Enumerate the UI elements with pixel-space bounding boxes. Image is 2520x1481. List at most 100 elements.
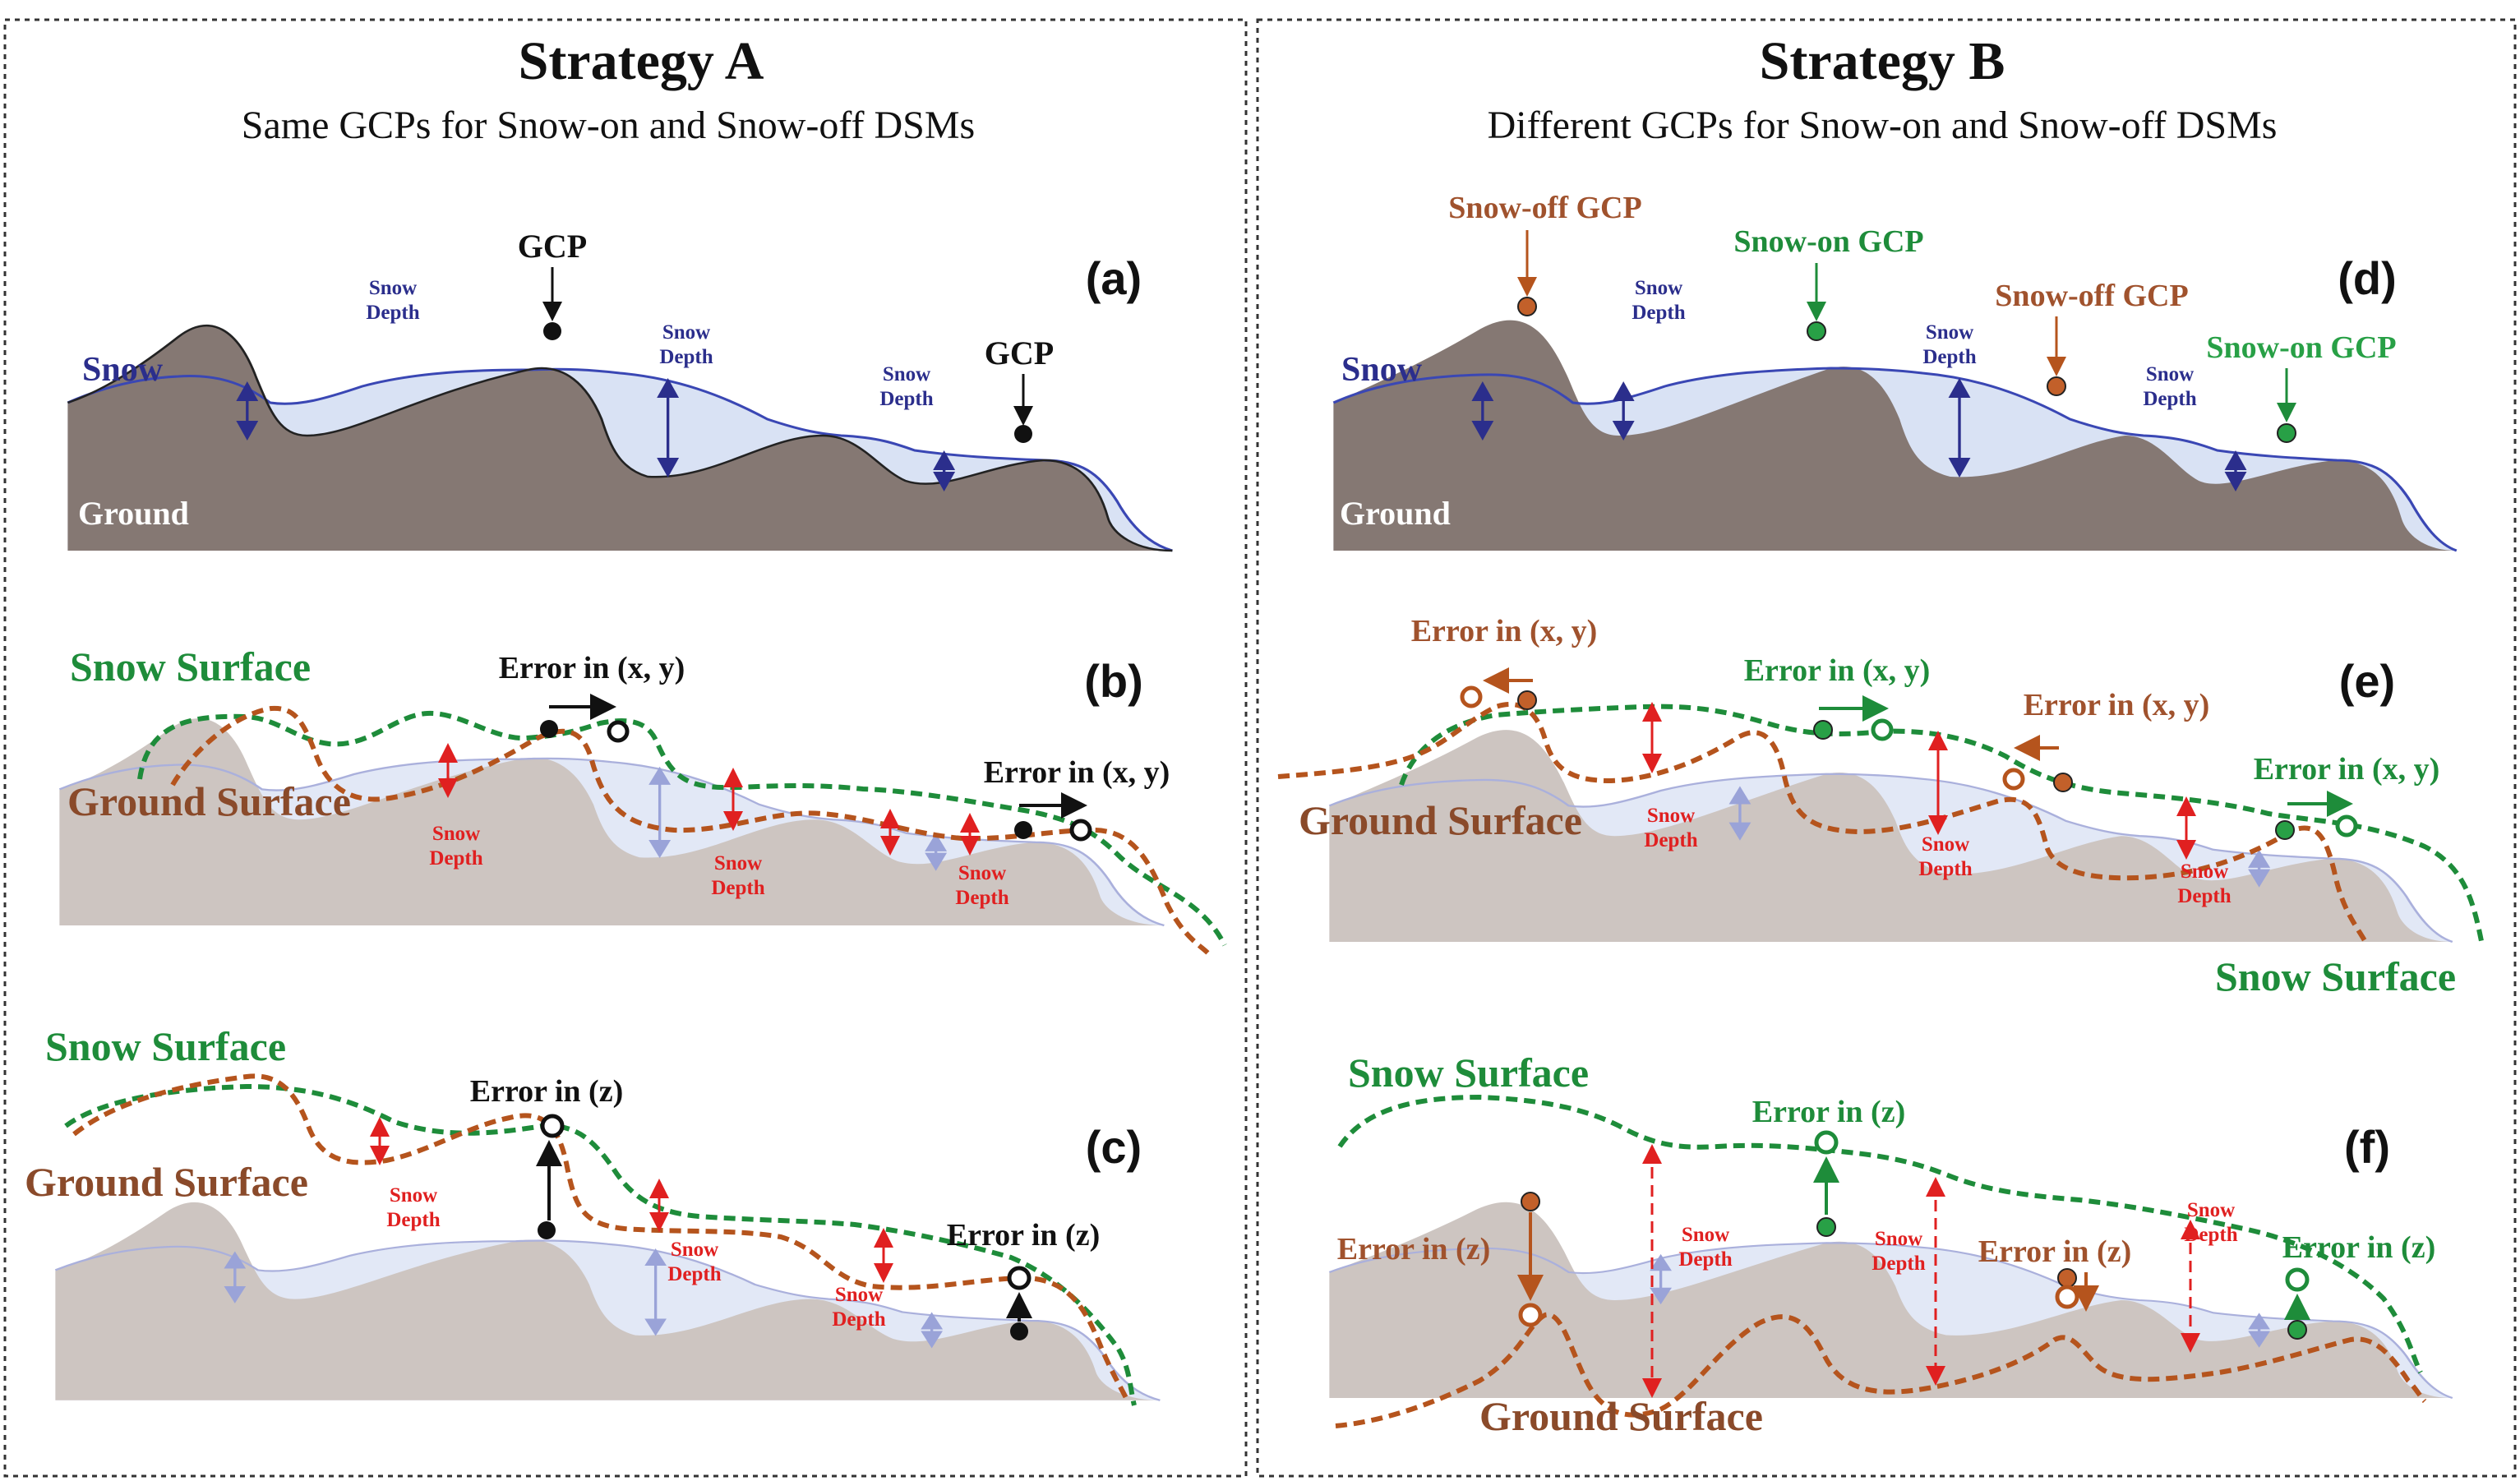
snow-surface-label: Snow Surface bbox=[70, 644, 311, 690]
error-z-label: Error in (z) bbox=[1978, 1234, 2131, 1269]
snow-surface-line bbox=[1337, 1094, 2423, 1374]
snow-on-gcp-shifted-marker bbox=[1814, 1130, 1839, 1155]
snow-depth-label: Depth bbox=[879, 388, 933, 410]
snow-depth-label: Snow bbox=[714, 852, 762, 874]
snow-depth-label: Depth bbox=[2177, 885, 2231, 907]
gcp-marker bbox=[1014, 821, 1032, 839]
error-xy-label: Error in (x, y) bbox=[1411, 614, 1598, 648]
snow-depth-label: Depth bbox=[2143, 388, 2196, 410]
snow-on-gcp-shifted-marker bbox=[1871, 718, 1894, 741]
snow-depth-label: Snow bbox=[883, 363, 930, 385]
gcp-label: GCP bbox=[518, 228, 587, 265]
snow-depth-label: Depth bbox=[711, 877, 764, 899]
strategy-b-title: Strategy B bbox=[1760, 31, 2005, 91]
error-z-label: Error in (z) bbox=[2282, 1230, 2435, 1265]
snow-off-gcp-marker bbox=[2047, 376, 2066, 396]
strategy-b-frame bbox=[1256, 18, 2517, 1478]
snow-on-gcp-marker bbox=[1813, 720, 1833, 740]
gcp-marker bbox=[1014, 425, 1032, 443]
snow-depth-label: Snow bbox=[1922, 833, 1969, 856]
snow-off-gcp-shifted-marker bbox=[1518, 1303, 1543, 1327]
snow-depth-label: Depth bbox=[1872, 1253, 1925, 1275]
gcp-shifted-marker bbox=[607, 720, 630, 743]
error-z-label: Error in (z) bbox=[1752, 1095, 1905, 1129]
error-xy-label: Error in (x, y) bbox=[2024, 688, 2210, 722]
gcp-marker bbox=[540, 720, 558, 738]
ground-surface-label: Ground Surface bbox=[25, 1159, 308, 1205]
snow-depth-label: Depth bbox=[2184, 1224, 2237, 1246]
snow-depth-label: Snow bbox=[2181, 860, 2228, 883]
ground-label: Ground bbox=[1340, 495, 1451, 532]
snow-on-gcp-marker bbox=[2277, 423, 2296, 443]
gcp-label: GCP bbox=[985, 334, 1054, 371]
snow-off-gcp-marker bbox=[1517, 297, 1537, 316]
ground-surface-label: Ground Surface bbox=[1479, 1393, 1763, 1439]
panel-label-e: (e) bbox=[2339, 655, 2395, 707]
snow-depth-label: Snow bbox=[1682, 1224, 1729, 1246]
snow-depth-label: Depth bbox=[429, 847, 482, 870]
snow-depth-label: Depth bbox=[1918, 858, 1972, 880]
ground-surface-line bbox=[1277, 701, 2370, 947]
strategy-b-subtitle: Different GCPs for Snow-on and Snow-off … bbox=[1488, 104, 2278, 147]
snow-off-gcp-label: Snow-off GCP bbox=[1448, 191, 1641, 225]
snow-on-gcp-marker bbox=[2275, 820, 2295, 840]
snow-depth-label: Snow bbox=[432, 823, 480, 845]
snow-on-gcp-marker bbox=[1807, 321, 1826, 341]
gcp-shifted-marker bbox=[1007, 1266, 1032, 1290]
snow-off-gcp-shifted-marker bbox=[2055, 1285, 2079, 1309]
snow-off-gcp-marker bbox=[1517, 690, 1537, 710]
gcp-shifted-marker bbox=[540, 1114, 565, 1138]
snow-label: Snow bbox=[82, 351, 164, 389]
snow-on-gcp-marker bbox=[1816, 1217, 1836, 1237]
ground-surface-line bbox=[170, 705, 1211, 956]
snow-depth-label: Depth bbox=[1632, 302, 1685, 324]
snow-label: Snow bbox=[1341, 351, 1423, 389]
gcp-shifted-marker bbox=[1069, 819, 1092, 842]
snow-on-gcp-shifted-marker bbox=[2285, 1267, 2310, 1292]
snow-depth-label: Depth bbox=[1644, 829, 1697, 851]
snow-off-gcp-shifted-marker bbox=[1460, 685, 1483, 708]
panel-label-c: (c) bbox=[1086, 1121, 1142, 1173]
panel-e bbox=[1328, 730, 2454, 944]
ground-surface-label: Ground Surface bbox=[67, 778, 351, 824]
snow-on-gcp-shifted-marker bbox=[2335, 814, 2358, 837]
snow-surface-label: Snow Surface bbox=[2215, 953, 2456, 999]
error-xy-label: Error in (x, y) bbox=[2254, 752, 2440, 787]
strategy-a-frame bbox=[3, 18, 1248, 1478]
gcp-marker bbox=[1010, 1322, 1028, 1340]
snow-off-gcp-marker bbox=[2057, 1268, 2077, 1288]
snow-off-gcp-label: Snow-off GCP bbox=[1995, 279, 2188, 313]
snow-on-gcp-marker bbox=[2287, 1320, 2307, 1340]
snow-on-gcp-label: Snow-on GCP bbox=[2206, 330, 2396, 365]
snow-depth-label: Snow bbox=[2187, 1199, 2235, 1221]
panel-label-a: (a) bbox=[1086, 252, 1142, 304]
error-z-label: Error in (z) bbox=[1337, 1232, 1490, 1266]
snow-depth-label: Depth bbox=[1922, 346, 1976, 368]
snow-on-gcp-label: Snow-on GCP bbox=[1733, 224, 1923, 259]
error-xy-label: Error in (x, y) bbox=[499, 651, 685, 685]
snow-depth-label: Snow bbox=[1647, 805, 1695, 827]
panel-d bbox=[1332, 320, 2458, 552]
snow-off-gcp-marker bbox=[2053, 773, 2073, 792]
strategy-a-subtitle: Same GCPs for Snow-on and Snow-off DSMs bbox=[242, 104, 975, 147]
snow-depth-label: Depth bbox=[659, 346, 713, 368]
error-z-label: Error in (z) bbox=[470, 1074, 623, 1109]
snow-depth-label: Snow bbox=[1635, 277, 1682, 299]
panel-c bbox=[54, 1202, 1161, 1402]
gcp-marker bbox=[538, 1221, 556, 1239]
snow-surface-label: Snow Surface bbox=[1348, 1050, 1589, 1096]
snow-depth-label: Snow bbox=[390, 1184, 437, 1206]
snow-surface-label: Snow Surface bbox=[45, 1023, 286, 1069]
strategy-a-title: Strategy A bbox=[519, 31, 764, 91]
snow-depth-label: Depth bbox=[955, 887, 1008, 909]
snow-depth-label: Snow bbox=[2146, 363, 2194, 385]
snow-depth-label: Snow bbox=[369, 277, 417, 299]
error-z-label: Error in (z) bbox=[947, 1218, 1100, 1253]
error-xy-label: Error in (x, y) bbox=[1744, 653, 1931, 688]
panel-label-d: (d) bbox=[2338, 252, 2397, 304]
snow-depth-label: Depth bbox=[1678, 1248, 1732, 1271]
snow-depth-label: Depth bbox=[366, 302, 419, 324]
ground-label: Ground bbox=[78, 495, 189, 532]
snow-depth-label: Snow bbox=[958, 862, 1006, 884]
